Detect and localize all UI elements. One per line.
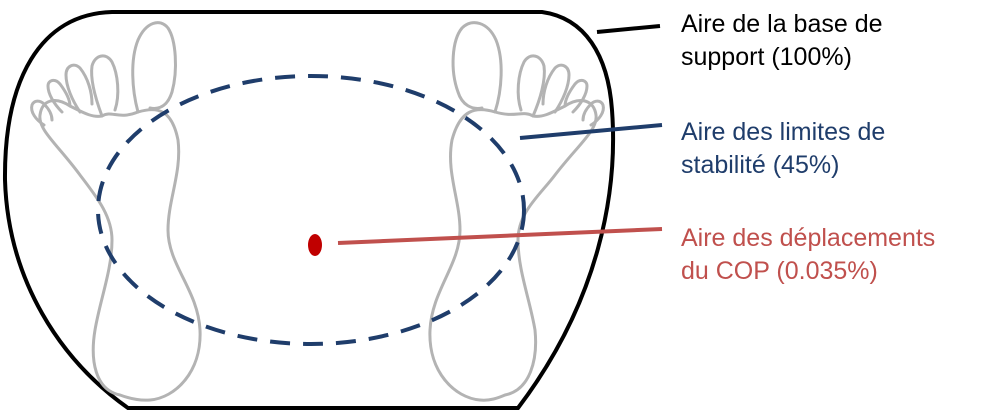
cop-leader-line xyxy=(338,229,662,243)
stability-limits-label: Aire des limites de stabilité (45%) xyxy=(681,116,885,182)
stability-label-line1: Aire des limites de xyxy=(681,116,885,149)
base-leader-line xyxy=(597,26,660,32)
base-label-line1: Aire de la base de xyxy=(681,8,883,41)
cop-displacement-label: Aire des déplacements du COP (0.035%) xyxy=(681,222,935,288)
right-footprint-icon xyxy=(430,23,603,401)
cop-displacement-dot xyxy=(308,234,322,256)
stability-leader-line xyxy=(520,125,662,138)
base-label-line2: support (100%) xyxy=(681,41,883,74)
base-of-support-label: Aire de la base de support (100%) xyxy=(681,8,883,74)
stability-limits-ellipse xyxy=(98,76,524,344)
left-footprint-icon xyxy=(32,23,200,401)
stability-label-line2: stabilité (45%) xyxy=(681,149,885,182)
cop-label-line1: Aire des déplacements xyxy=(681,222,935,255)
cop-label-line2: du COP (0.035%) xyxy=(681,255,935,288)
